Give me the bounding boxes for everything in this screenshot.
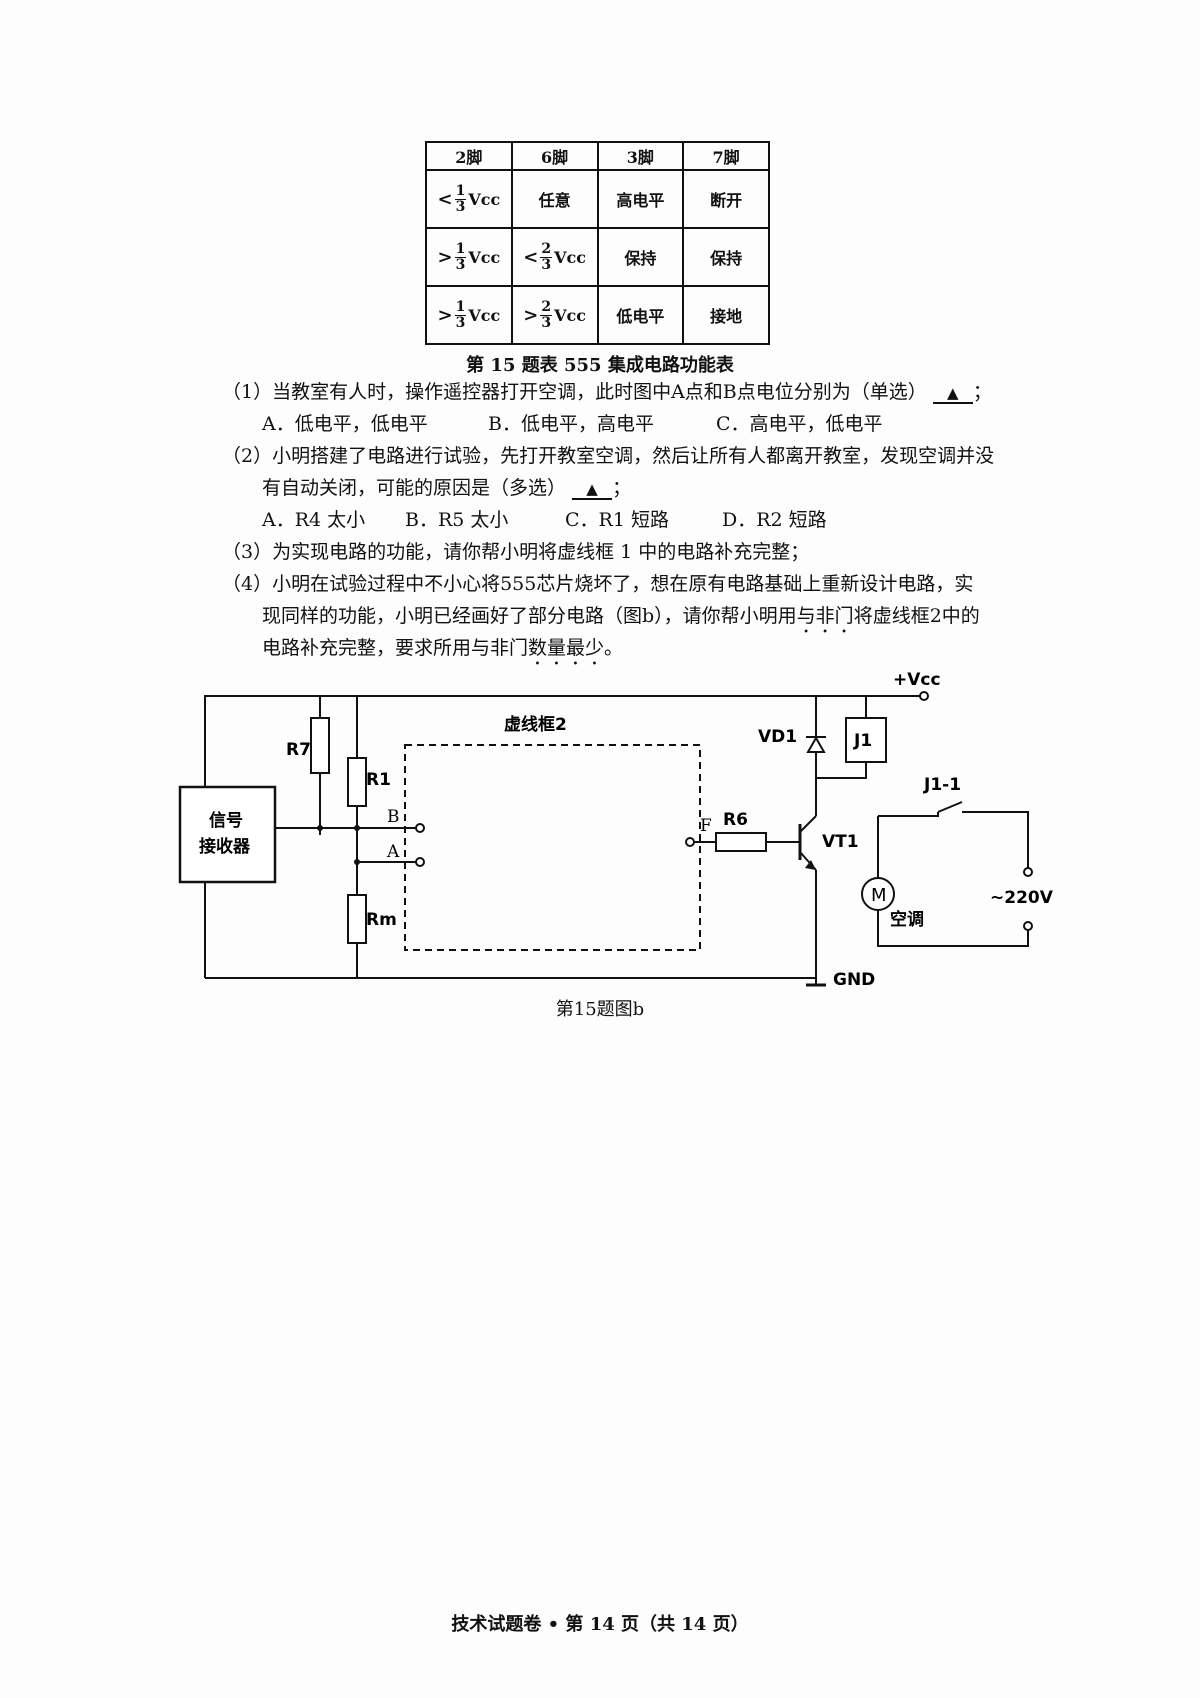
motor-label: M bbox=[871, 885, 887, 906]
r1-resistor bbox=[347, 757, 367, 807]
figure-caption: 第15题图b bbox=[555, 999, 645, 1020]
question-2-line-2: 有自动关闭，可能的原因是（多选） ▲； bbox=[262, 477, 632, 500]
mains-terminal bbox=[1023, 921, 1033, 931]
r7-label: R7 bbox=[286, 740, 311, 760]
header-pin2: 2脚 bbox=[425, 141, 513, 171]
cell-pin6: 任意 bbox=[510, 169, 599, 229]
question-4-line-3: 电路补充完整，要求所用与非门数量最少。 bbox=[262, 637, 624, 659]
cell-pin3: 保持 bbox=[596, 227, 685, 287]
cell-pin3: 高电平 bbox=[596, 169, 685, 229]
ac-label: 空调 bbox=[890, 909, 924, 930]
page-footer: 技术试题卷 • 第 14 页（共 14 页） bbox=[451, 1614, 749, 1635]
point-b-label: B bbox=[387, 807, 400, 827]
receiver-label-line-1: 信号 bbox=[209, 810, 243, 831]
top-rail-wire bbox=[204, 695, 920, 978]
header-pin6: 6脚 bbox=[510, 141, 599, 171]
question-2-line-1: （2）小明搭建了电路进行试验，先打开教室空调，然后让所有人都离开教室，发现空调并… bbox=[222, 445, 995, 467]
terminal-a bbox=[415, 857, 425, 867]
j1-1-label: J1-1 bbox=[923, 775, 961, 795]
r6-label: R6 bbox=[723, 810, 748, 830]
point-a-label: A bbox=[386, 842, 400, 862]
vt1-emitter-arrow bbox=[805, 860, 816, 870]
cell-pin3: 低电平 bbox=[596, 285, 685, 345]
terminal-b bbox=[415, 823, 425, 833]
junction-dot bbox=[317, 825, 323, 831]
cell-pin7: 接地 bbox=[682, 285, 770, 345]
q2-option-a: A．R4 太小 bbox=[262, 509, 366, 531]
mains-terminal bbox=[1023, 867, 1033, 877]
answer-blank-2[interactable]: ▲ bbox=[572, 480, 613, 500]
vd1-label: VD1 bbox=[758, 727, 797, 747]
question-4-line-2: 现同样的功能，小明已经画好了部分电路（图b），请你帮小明用与非门将虚线框2中的 bbox=[262, 605, 980, 627]
dashed-box-2 bbox=[404, 744, 701, 951]
q2-option-c: C．R1 短路 bbox=[565, 509, 669, 531]
q1-option-c: C．高电平，低电平 bbox=[716, 413, 883, 435]
header-pin3: 3脚 bbox=[596, 141, 685, 171]
junction-dot bbox=[354, 859, 360, 865]
r7-resistor bbox=[310, 717, 330, 774]
question-3: （3）为实现电路的功能，请你帮小明将虚线框 1 中的电路补充完整； bbox=[222, 541, 810, 563]
q1-option-b: B．低电平，高电平 bbox=[488, 413, 654, 435]
rm-label: Rm bbox=[366, 910, 397, 930]
mains-label: ~220V bbox=[990, 888, 1054, 908]
signal-receiver-box bbox=[178, 785, 277, 884]
j1-relay-coil bbox=[845, 717, 887, 763]
cell-pin7: 保持 bbox=[682, 227, 770, 287]
point-f-label: F bbox=[700, 816, 712, 836]
vcc-terminal bbox=[919, 691, 929, 701]
answer-blank-1[interactable]: ▲ bbox=[932, 384, 973, 404]
header-pin7: 7脚 bbox=[682, 141, 770, 171]
rm-resistor bbox=[347, 894, 367, 944]
r1-label: R1 bbox=[366, 770, 391, 790]
vcc-label: +Vcc bbox=[893, 670, 941, 690]
cell-pin7: 断开 bbox=[682, 169, 770, 229]
vt1-label: VT1 bbox=[822, 832, 859, 852]
r6-resistor bbox=[715, 832, 767, 852]
gnd-label: GND bbox=[833, 970, 875, 990]
q2-option-d: D．R2 短路 bbox=[722, 509, 827, 531]
vd1-diode bbox=[806, 735, 826, 753]
q1-option-a: A．低电平，低电平 bbox=[262, 413, 428, 435]
table-caption: 第 15 题表 555 集成电路功能表 bbox=[466, 355, 734, 376]
question-1: （1）当教室有人时，操作遥控器打开空调，此时图中A点和B点电位分别为（单选） ▲… bbox=[222, 381, 992, 404]
junction-dot bbox=[354, 825, 360, 831]
motor-icon bbox=[861, 877, 895, 911]
receiver-label-line-2: 接收器 bbox=[199, 836, 251, 857]
q2-option-b: B．R5 太小 bbox=[405, 509, 509, 531]
terminal-f bbox=[685, 837, 695, 847]
dashed-box-label: 虚线框2 bbox=[504, 714, 567, 735]
question-4-line-1: （4）小明在试验过程中不小心将555芯片烧坏了，想在原有电路基础上重新设计电路，… bbox=[222, 573, 974, 595]
j1-label: J1 bbox=[853, 731, 872, 751]
